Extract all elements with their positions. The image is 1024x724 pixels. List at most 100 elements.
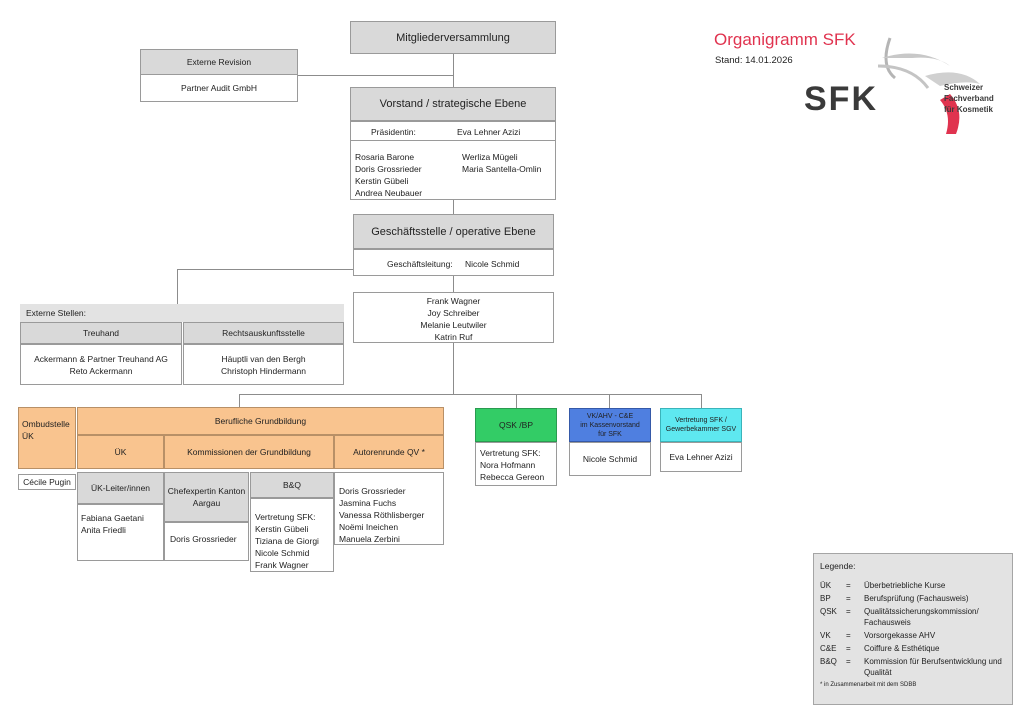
legend-eq: = — [846, 631, 851, 640]
uk-header: ÜK — [77, 435, 164, 469]
connector — [453, 200, 454, 214]
chef-header: Chefexpertin Kanton Aargau — [164, 472, 249, 522]
connector — [297, 75, 453, 76]
vk-header-line: im Kassenvorstand — [580, 421, 640, 429]
stand-date: Stand: 14.01.2026 — [715, 55, 793, 66]
uk-leiter-body: Fabiana Gaetani Anita Friedli — [77, 504, 164, 561]
legend-eq: = — [846, 644, 851, 653]
bq-header: B&Q — [250, 472, 334, 498]
connector — [701, 394, 702, 408]
legend-item: C&E = Coiffure & Esthétique — [820, 643, 1006, 654]
recht-line: Häuptli van den Bergh — [221, 353, 306, 364]
treuhand-header-label: Treuhand — [82, 328, 120, 338]
vorstand-praes-row: Präsidentin: Eva Lehner Azizi — [350, 121, 556, 141]
connector — [239, 394, 240, 407]
uk-leiter-header: ÜK-Leiter/innen — [77, 472, 164, 504]
legend-eq: = — [846, 607, 851, 616]
praes-name: Eva Lehner Azizi — [457, 127, 521, 137]
legend-abbr: QSK — [820, 607, 837, 616]
staff-member: Joy Schreiber — [427, 308, 480, 318]
autoren-header-label: Autorenrunde QV * — [353, 447, 425, 457]
gewerbe-header-line: Vertretung SFK / — [675, 417, 727, 424]
logo-line3: für Kosmetik — [944, 105, 993, 114]
legend-desc: Berufsprüfung (Fachausweis) — [864, 594, 969, 603]
autoren-member: Jasmina Fuchs — [339, 498, 397, 508]
autoren-member: Manuela Zerbini — [339, 534, 400, 544]
uk-leiter-member: Fabiana Gaetani — [81, 513, 144, 523]
legend-eq: = — [846, 594, 851, 603]
revision-header-label: Externe Revision — [186, 57, 252, 67]
connector — [177, 269, 178, 304]
chef-body-label: Doris Grossrieder — [170, 534, 237, 544]
ombud-header: Ombudstelle ÜK — [18, 407, 76, 469]
recht-header-label: Rechtsauskunftsstelle — [222, 328, 305, 338]
vorstand-header-label: Vorstand / strategische Ebene — [379, 98, 527, 110]
qsk-line: Vertretung SFK: — [480, 448, 541, 458]
recht-line: Christoph Hindermann — [220, 365, 307, 376]
chef-header-label: Chefexpertin Kanton Aargau — [167, 486, 246, 508]
uk-leiter-member: Anita Friedli — [81, 525, 126, 535]
staff-member: Melanie Leutwiler — [420, 320, 487, 330]
ombud-body: Cécile Pugin — [18, 474, 76, 490]
autoren-member: Vanessa Röthlisberger — [339, 510, 425, 520]
mitglieder-label: Mitgliederversammlung — [396, 31, 510, 44]
legend-item: QSK = Qualitätssicherungskommission/ Fac… — [820, 606, 1006, 628]
bq-line: Nicole Schmid — [255, 548, 310, 558]
chef-body: Doris Grossrieder — [164, 522, 249, 561]
legend-title: Legende: — [820, 561, 856, 571]
kommissionen-header: Kommissionen der Grundbildung — [164, 435, 334, 469]
vorstand-member: Kerstin Gübeli — [355, 176, 409, 186]
qsk-line: Nora Hofmann — [480, 460, 536, 470]
autoren-member: Noëmi Ineichen — [339, 522, 399, 532]
leitung-label: Geschäftsleitung: — [387, 259, 453, 269]
geschaeft-header: Geschäftsstelle / operative Ebene — [353, 214, 554, 249]
revision-body: Partner Audit GmbH — [140, 74, 298, 102]
legend-desc: Kommission für Berufsentwicklung und Qua… — [864, 657, 1002, 677]
vorstand-member: Doris Grossrieder — [355, 164, 422, 174]
vk-body: Nicole Schmid — [569, 442, 651, 476]
vorstand-member: Andrea Neubauer — [355, 188, 423, 198]
staff-member: Katrin Ruf — [434, 332, 473, 342]
connector — [516, 394, 517, 408]
vorstand-member: Maria Santella-Omlin — [462, 164, 542, 174]
treuhand-line: Ackermann & Partner Treuhand AG — [34, 353, 168, 364]
leitung-name: Nicole Schmid — [465, 259, 520, 269]
legend-desc: Coiffure & Esthétique — [864, 644, 940, 653]
qsk-header-label: QSK /BP — [498, 420, 533, 430]
uk-leiter-label: ÜK-Leiter/innen — [90, 483, 151, 493]
vk-header-line: für SFK — [598, 430, 622, 438]
legend-desc: Überbetriebliche Kurse — [864, 581, 946, 590]
vorstand-member: Werliza Mügeli — [462, 152, 518, 162]
logo-swoosh-icon — [877, 37, 980, 134]
connector — [453, 54, 454, 87]
qsk-body: Vertretung SFK: Nora Hofmann Rebecca Ger… — [475, 442, 557, 486]
autoren-body: Doris Grossrieder Jasmina Fuchs Vanessa … — [334, 472, 444, 545]
legend-eq: = — [846, 657, 851, 666]
connector — [453, 343, 454, 394]
revision-header: Externe Revision — [140, 49, 298, 75]
kommissionen-header-label: Kommissionen der Grundbildung — [187, 447, 311, 457]
grundbildung-header: Berufliche Grundbildung — [77, 407, 444, 435]
qsk-line: Rebecca Gereon — [480, 472, 545, 482]
geschaeft-leitung-row: Geschäftsleitung: Nicole Schmid — [353, 249, 554, 276]
legend-box: Legende: ÜK = Überbetriebliche Kurse BP … — [813, 553, 1013, 705]
gewerbe-body: Eva Lehner Azizi — [660, 442, 742, 472]
bq-body: Vertretung SFK: Kerstin Gübeli Tiziana d… — [250, 498, 334, 572]
vk-header: VK/AHV - C&E im Kassenvorstand für SFK — [569, 408, 651, 442]
legend-item: B&Q = Kommission für Berufsentwicklung u… — [820, 656, 1006, 678]
ombud-header-label: Ombudstelle ÜK — [22, 419, 70, 441]
legend-desc: Qualitätssicherungskommission/ Fachauswe… — [864, 607, 979, 627]
legend-abbr: C&E — [820, 644, 837, 653]
treuhand-line: Reto Ackermann — [69, 365, 133, 376]
mitglieder-box: Mitgliederversammlung — [350, 21, 556, 54]
praes-label: Präsidentin: — [371, 127, 416, 137]
vorstand-member: Rosaria Barone — [355, 152, 415, 162]
legend-desc: Vorsorgekasse AHV — [864, 631, 936, 640]
legend-note: * in Zusammenarbeit mit dem SDBB — [820, 682, 917, 688]
extern-label: Externe Stellen: — [26, 308, 87, 318]
legend-eq: = — [846, 581, 851, 590]
grundbildung-header-label: Berufliche Grundbildung — [214, 416, 307, 426]
legend-abbr: VK — [820, 631, 831, 640]
connector — [609, 394, 610, 408]
legend-item: BP = Berufsprüfung (Fachausweis) — [820, 593, 1006, 604]
